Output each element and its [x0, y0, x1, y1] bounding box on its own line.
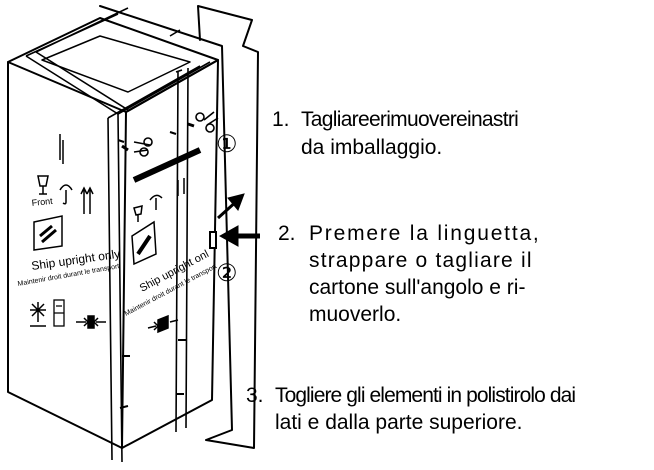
step-2-line-1: Premere la linguetta, — [309, 222, 541, 245]
strap-top — [25, 51, 129, 115]
gross-weight-icon — [53, 299, 65, 327]
fragile-glass-icon-side — [133, 205, 143, 222]
scissors-icon — [121, 137, 153, 157]
clamp-here-icon-side — [147, 314, 179, 334]
strap-right — [169, 29, 189, 433]
step-2-line-3: cartone sull'angolo e ri- — [309, 276, 526, 299]
step-1-line-1: Tagliareerimuovereinastri — [301, 108, 519, 131]
flap-tab — [209, 231, 217, 249]
this-way-up-arrows-icon — [80, 186, 94, 214]
callout-1: ① — [216, 131, 238, 158]
box-front-label: Front — [31, 196, 53, 208]
box-right-face — [121, 59, 219, 449]
stacking-limit-icon — [30, 302, 46, 327]
step-2-number: 2. — [278, 222, 296, 245]
press-arrow-icon — [218, 225, 260, 247]
ship-upright-icon — [33, 215, 63, 251]
fragile-glass-icon — [37, 175, 49, 195]
step-2-line-2: strappare o tagliare il — [309, 249, 533, 272]
step-3-number: 3. — [246, 384, 264, 407]
keep-dry-icon-side — [149, 194, 163, 210]
center-line-mark — [59, 134, 64, 164]
this-way-up-icon-side — [177, 178, 185, 196]
step-3-line-2: lati e dalla parte superiore. — [275, 411, 523, 434]
step-1-number: 1. — [272, 108, 290, 131]
side-label-band — [132, 147, 202, 183]
scissors-icon — [187, 111, 219, 133]
box-left-face — [7, 61, 127, 449]
keep-dry-umbrella-icon — [59, 184, 73, 205]
strap-left — [25, 7, 129, 463]
step-2-line-4: muoverlo. — [309, 303, 402, 326]
clamp-here-icon — [76, 315, 106, 329]
callout-2: ② — [216, 260, 238, 287]
ship-upright-icon-side — [131, 220, 157, 266]
step-1-line-2: da imballaggio. — [301, 136, 443, 159]
lift-arrow-icon — [216, 193, 245, 220]
step-3-line-1: Togliere gli elementi in polistirolo dai — [275, 384, 576, 407]
